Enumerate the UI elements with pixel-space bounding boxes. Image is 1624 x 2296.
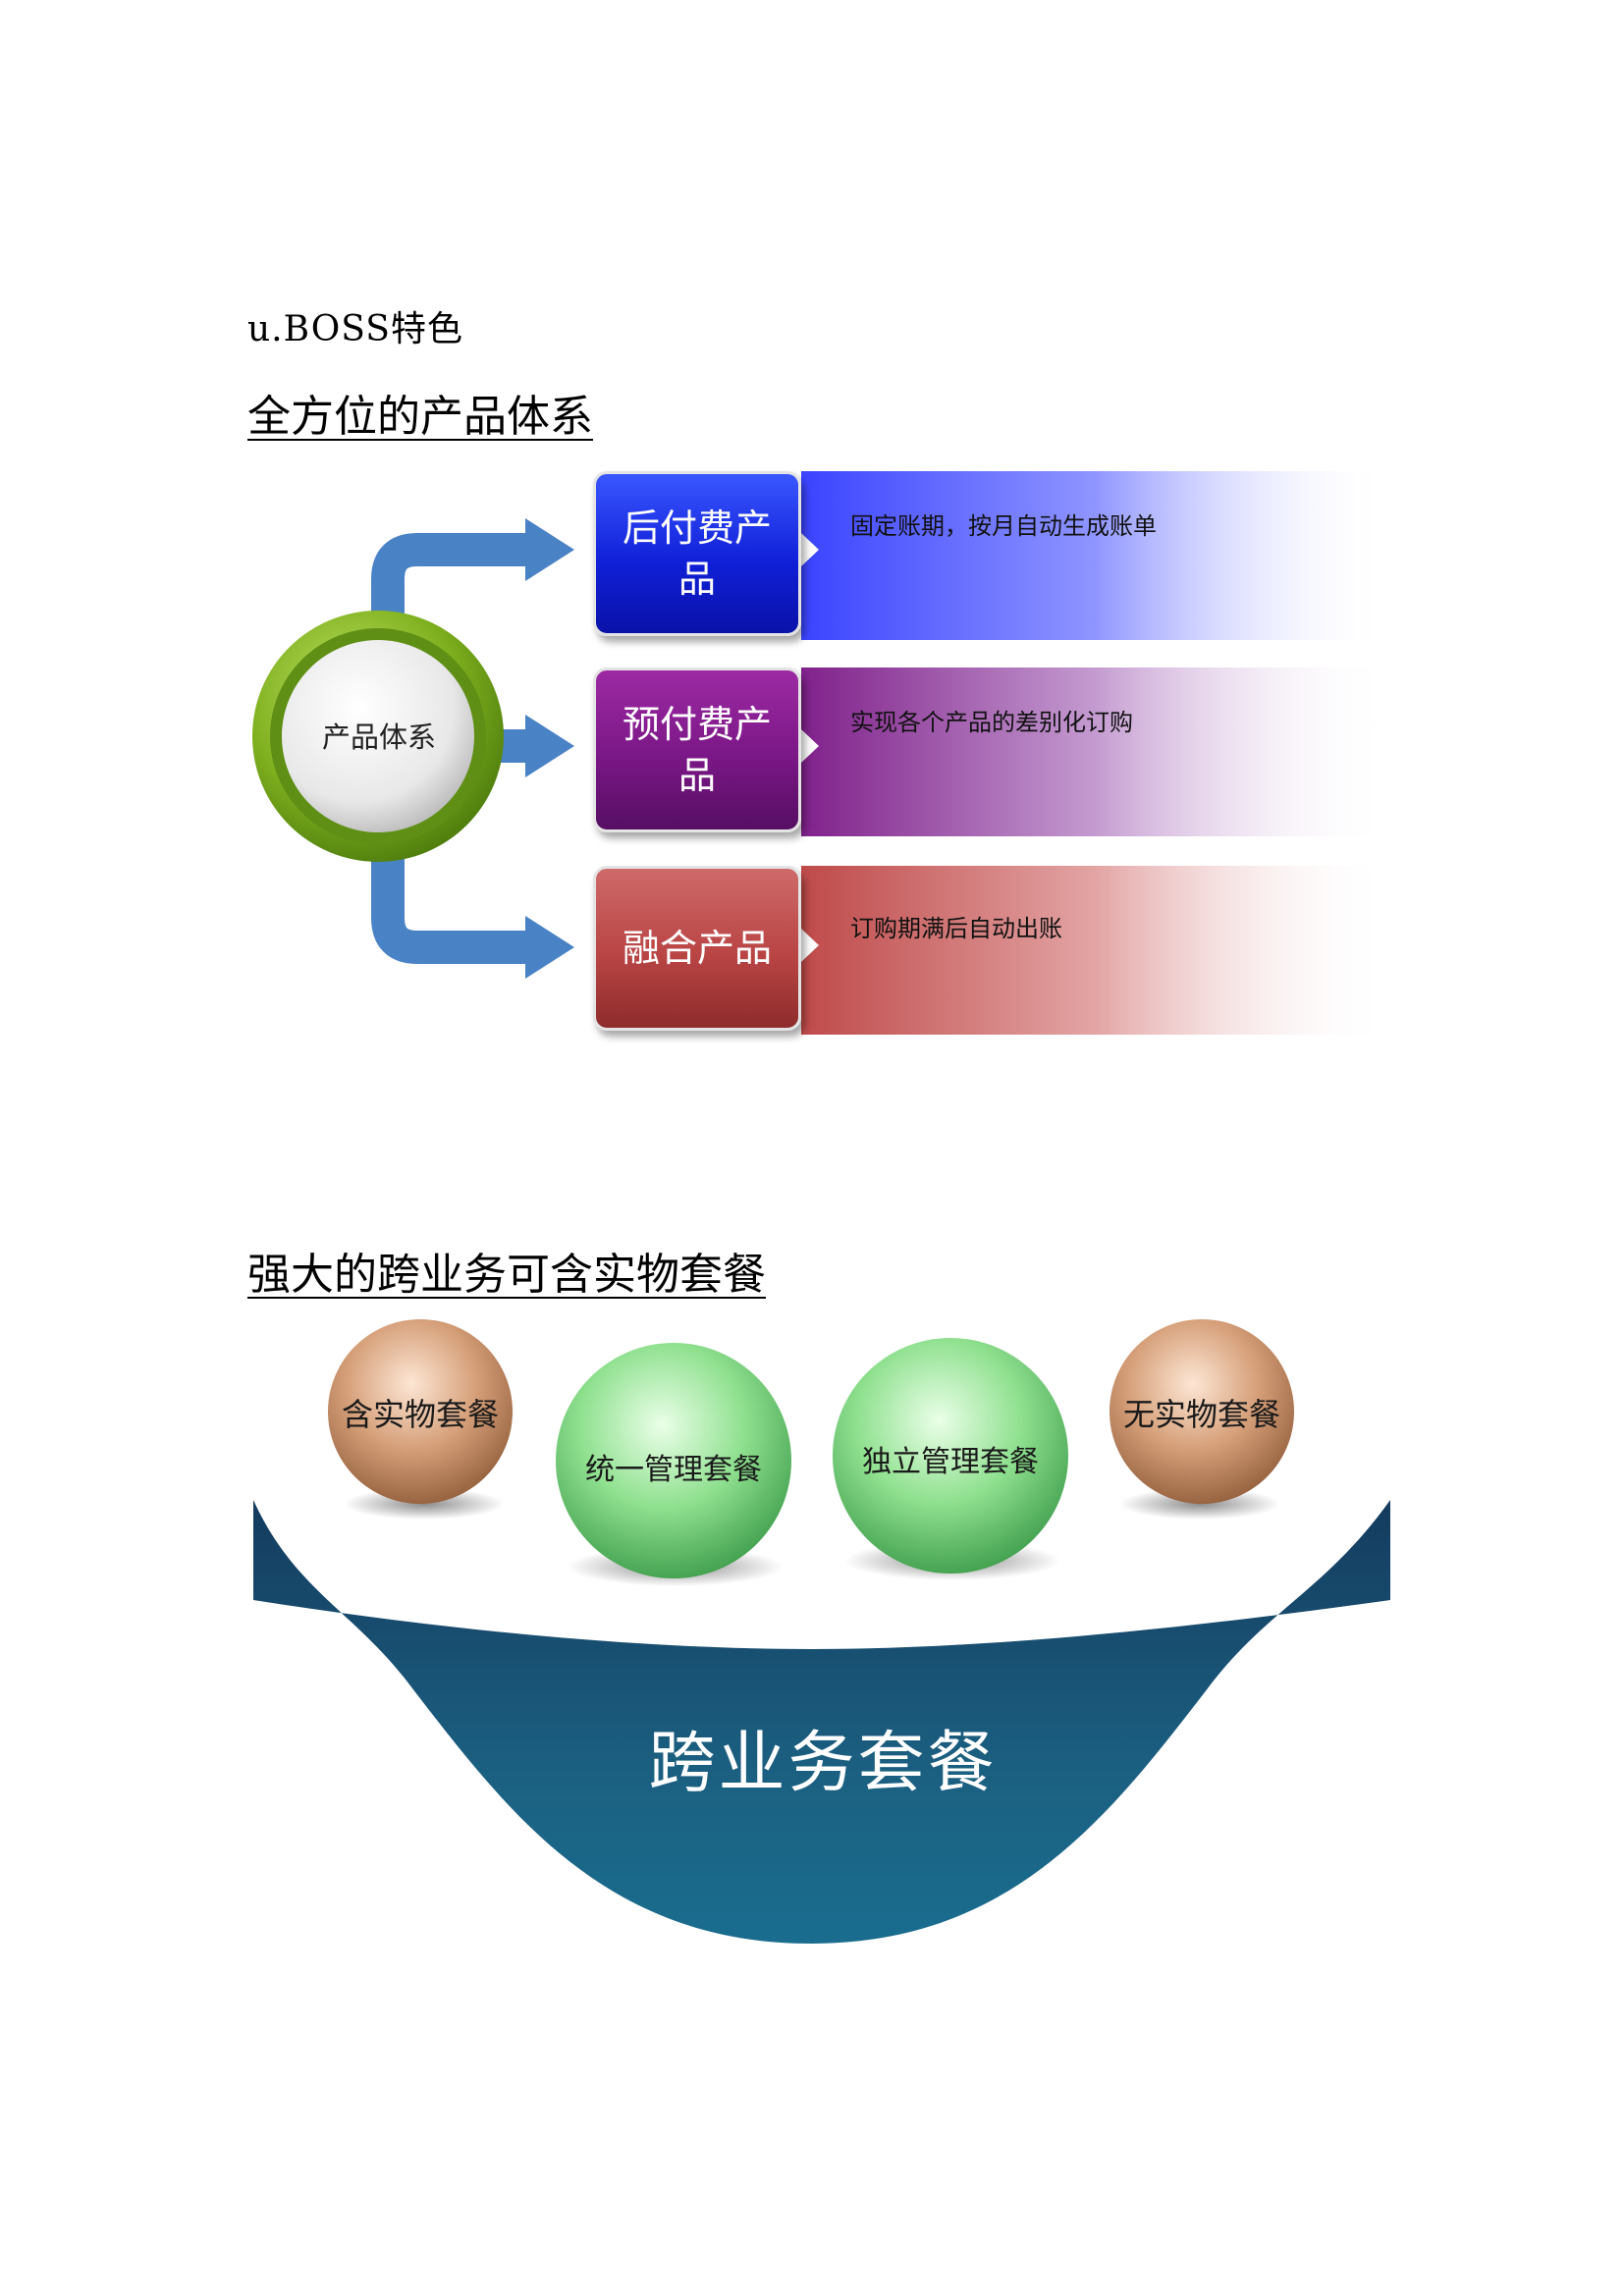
page-subtitle: u.BOSS特色 — [247, 309, 463, 349]
product-system-diagram — [252, 471, 1390, 1035]
arrow-top-icon — [525, 518, 574, 581]
sphere-label-unified: 统一管理套餐 — [585, 1453, 762, 1487]
fusion-product-box: 融合产品 — [593, 866, 801, 1031]
arrow-bottom-icon — [525, 916, 574, 979]
post-pay-product-box: 后付费产品 — [593, 471, 801, 636]
sphere-unified-icon — [556, 1343, 791, 1578]
sphere-label-independent: 独立管理套餐 — [862, 1445, 1039, 1479]
pre-pay-product-box: 预付费产品 — [593, 667, 801, 832]
sphere-independent-icon — [833, 1338, 1068, 1574]
connector-top — [371, 533, 530, 638]
post-pay-pointer — [801, 533, 819, 566]
sphere-no-goods-icon — [1110, 1319, 1294, 1504]
sphere-with-goods-icon — [328, 1319, 513, 1504]
post-pay-band — [801, 471, 1390, 640]
connector-bottom — [371, 854, 530, 964]
center-label: 产品体系 — [321, 721, 436, 754]
pre-pay-band — [801, 667, 1390, 836]
sphere-label-no-goods: 无实物套餐 — [1122, 1396, 1280, 1433]
fusion-band — [801, 866, 1390, 1035]
fusion-pointer — [801, 929, 819, 962]
post-pay-description: 固定账期，按月自动生成账单 — [850, 512, 1157, 540]
sphere-label-with-goods: 含实物套餐 — [341, 1396, 499, 1433]
section-heading-bundle: 强大的跨业务可含实物套餐 — [247, 1250, 766, 1300]
fusion-description: 订购期满后自动出账 — [850, 915, 1062, 942]
section-heading-product-system: 全方位的产品体系 — [247, 392, 593, 442]
bundle-diagram — [253, 1319, 1390, 1944]
bundle-main-label: 跨业务套餐 — [648, 1725, 998, 1802]
pre-pay-description: 实现各个产品的差别化订购 — [850, 709, 1133, 736]
sphere-shadow-4 — [1119, 1488, 1280, 1520]
bundle-bowl — [253, 1500, 1390, 1944]
arrow-middle-icon — [525, 715, 574, 777]
pre-pay-pointer — [801, 729, 819, 763]
